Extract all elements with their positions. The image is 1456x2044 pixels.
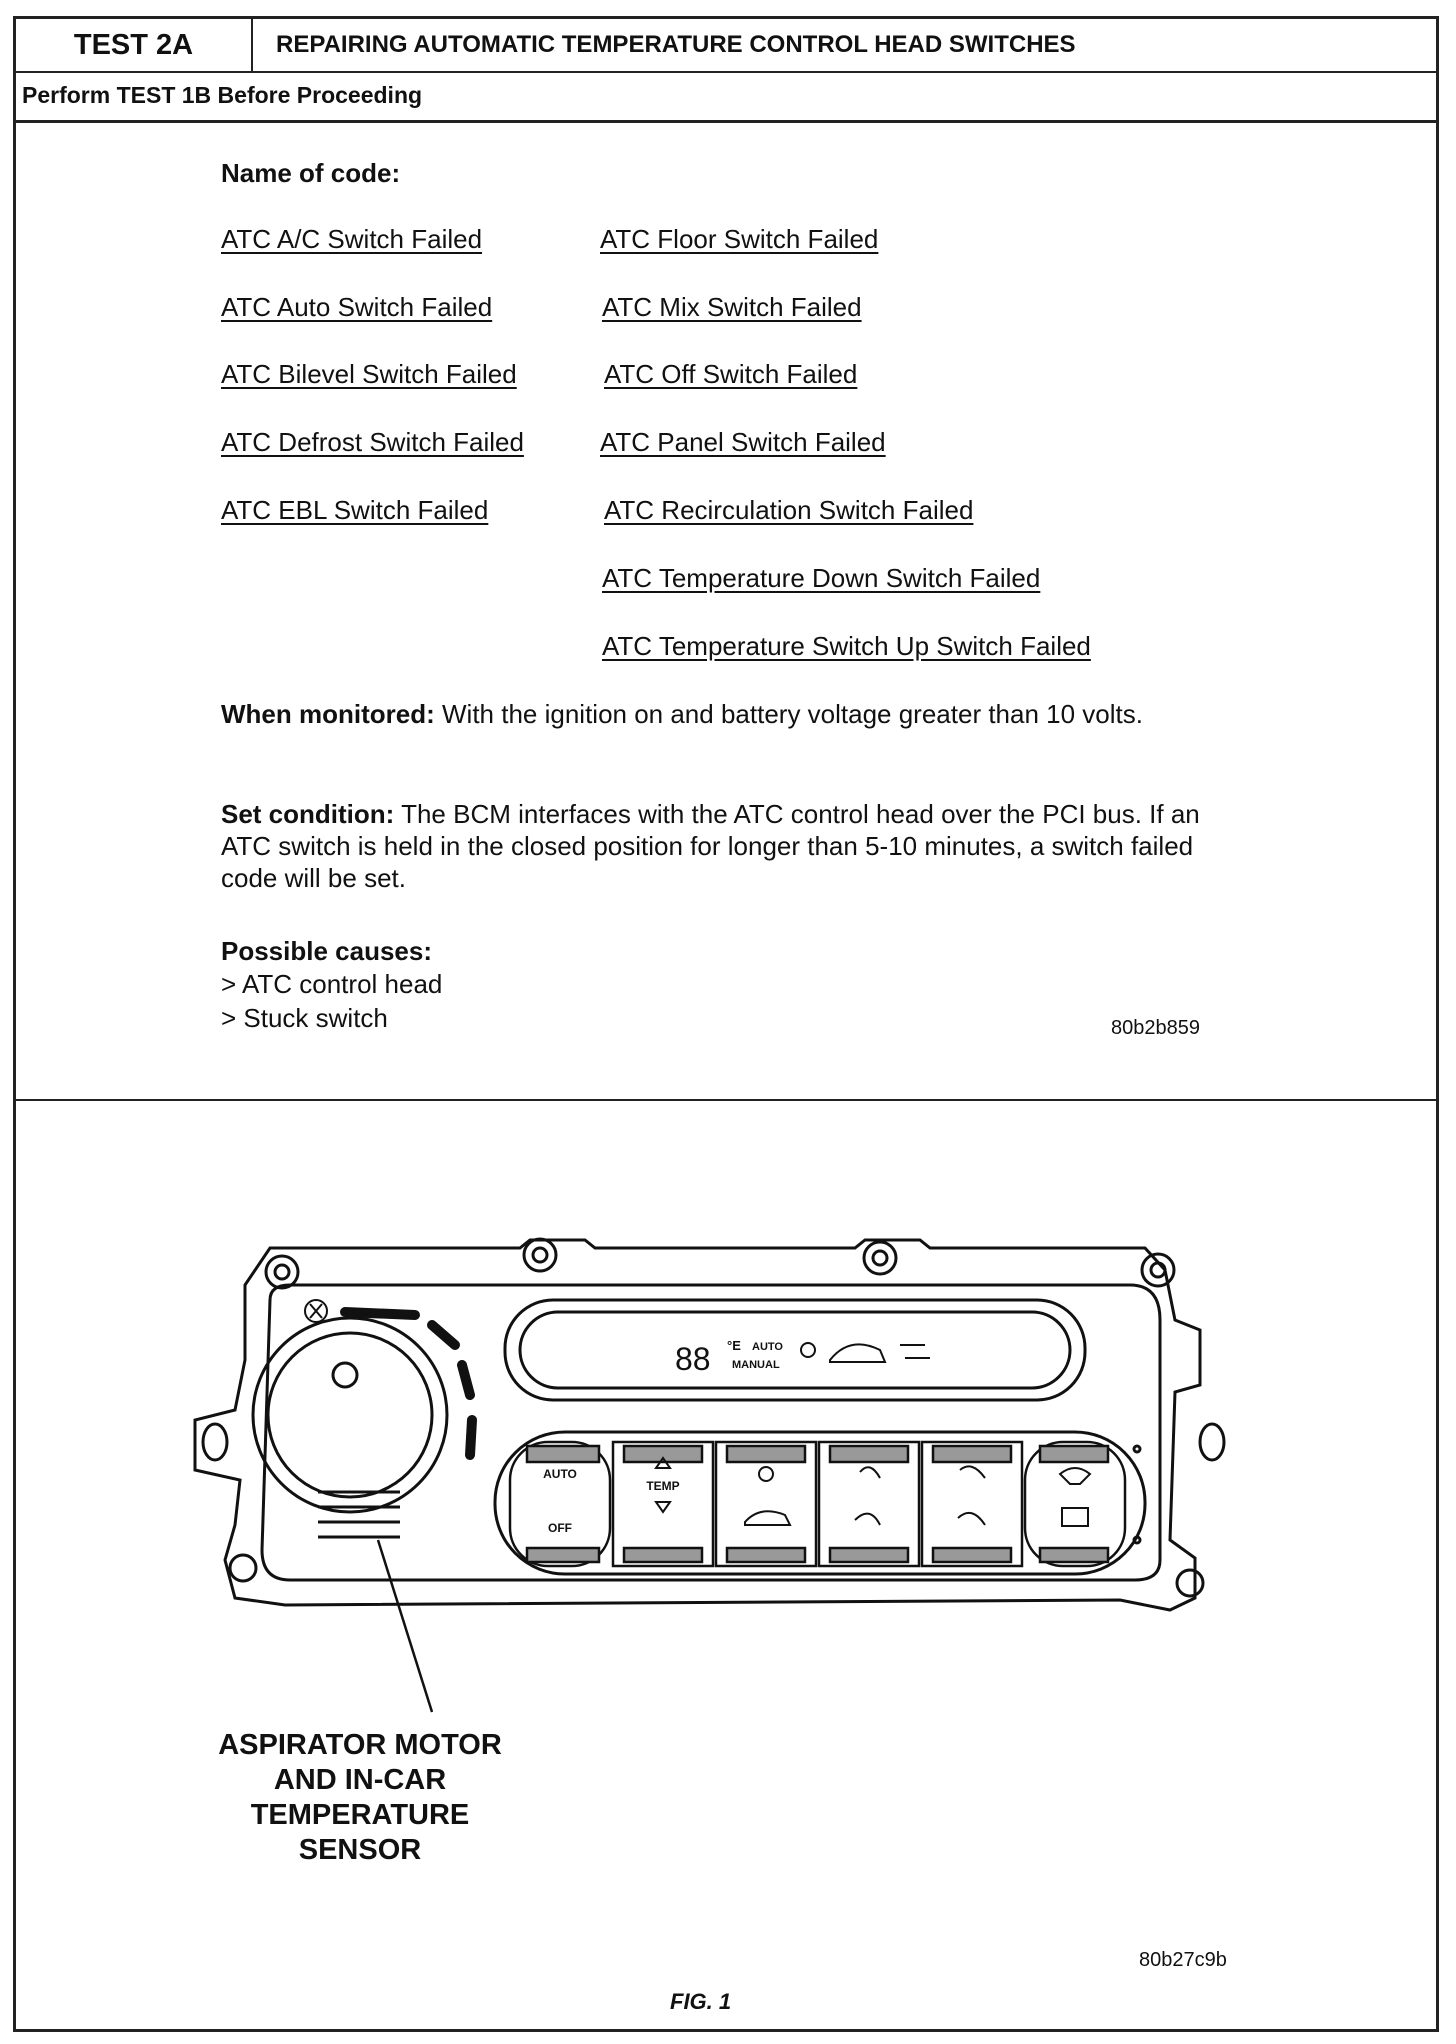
- temp-down-icon: [654, 1501, 672, 1514]
- auto-button-label: AUTO: [543, 1467, 577, 1481]
- figure-caption: FIG. 1: [670, 1989, 732, 2014]
- recirc-car-icon: [744, 1510, 792, 1526]
- speed-arc-3: [457, 1360, 475, 1400]
- panel-vent-icon: [859, 1466, 881, 1479]
- temp-led-bottom: [622, 1546, 704, 1564]
- fan-icon: [304, 1299, 328, 1323]
- defrost-led-top: [1038, 1444, 1110, 1464]
- mount-hole-4: [1140, 1252, 1176, 1288]
- speed-arc-2: [427, 1320, 460, 1350]
- code-left-4: ATC Defrost Switch Failed: [221, 427, 524, 457]
- display-window-inner: [518, 1310, 1072, 1390]
- temp-up-icon: [654, 1456, 672, 1469]
- set-condition-text: The BCM interfaces with the ATC control …: [221, 799, 1200, 893]
- possible-causes-label: Possible causes:: [221, 936, 432, 966]
- panel-led-top: [828, 1444, 910, 1464]
- defrost-icon: [1058, 1467, 1092, 1485]
- when-monitored: When monitored: With the ignition on and…: [221, 698, 1221, 730]
- callout-line-4: SENSOR: [298, 1834, 422, 1866]
- mix-led-bottom: [931, 1546, 1013, 1564]
- floor-led-top: [931, 1444, 1013, 1464]
- display-manual: MANUAL: [732, 1359, 780, 1371]
- blower-knob-outer: [251, 1316, 449, 1514]
- header-row: TEST 2A REPAIRING AUTOMATIC TEMPERATURE …: [16, 19, 1436, 73]
- display-window: [503, 1298, 1087, 1402]
- bilevel-led-bottom: [828, 1546, 910, 1564]
- display-digits: 88: [675, 1341, 711, 1377]
- bezel-outline: [193, 1238, 1202, 1612]
- code-right-4: ATC Panel Switch Failed: [600, 427, 886, 457]
- code-left-5: ATC EBL Switch Failed: [221, 495, 489, 525]
- reference-code-top: 80b2b859: [1111, 1017, 1200, 1039]
- speed-arc-1: [340, 1307, 420, 1320]
- bezel-inner: [260, 1283, 1162, 1582]
- mount-hole-3-inner: [871, 1249, 889, 1267]
- callout-line-2: AND IN-CAR: [273, 1764, 447, 1796]
- mount-hole-1-inner: [273, 1263, 291, 1281]
- page-frame: TEST 2A REPAIRING AUTOMATIC TEMPERATURE …: [13, 16, 1439, 2032]
- speed-arc-4: [465, 1415, 477, 1460]
- side-hole-right: [1198, 1422, 1226, 1462]
- code-right-1: ATC Floor Switch Failed: [600, 224, 879, 254]
- defrost-ebl-button: [1023, 1440, 1127, 1568]
- auto-off-led-bottom: [525, 1546, 601, 1564]
- off-button-label: OFF: [548, 1521, 572, 1535]
- button-bank: [493, 1430, 1147, 1576]
- display-auto: AUTO: [752, 1341, 783, 1353]
- mount-hole-3: [862, 1240, 898, 1276]
- indicator-dot-2: [1132, 1535, 1142, 1545]
- code-left-2: ATC Auto Switch Failed: [221, 292, 493, 322]
- mount-hole-2-inner: [531, 1246, 549, 1264]
- mount-hole-5: [228, 1553, 258, 1583]
- ac-led-top: [725, 1444, 807, 1464]
- display-ac-icon: [800, 1342, 816, 1358]
- mount-hole-1: [264, 1254, 300, 1290]
- indicator-dot-1: [1132, 1444, 1142, 1454]
- auto-off-button: [508, 1440, 612, 1568]
- reference-code-figure: 80b27c9b: [1139, 1949, 1227, 1971]
- display-unit: °E: [727, 1338, 741, 1353]
- mount-hole-2: [522, 1237, 558, 1273]
- blower-knob: [266, 1331, 434, 1499]
- code-right-7: ATC Temperature Switch Up Switch Failed: [602, 631, 1091, 661]
- codes-heading: Name of code:: [221, 158, 401, 188]
- mount-hole-4-inner: [1149, 1261, 1167, 1279]
- ebl-led-bottom: [1038, 1546, 1110, 1564]
- auto-off-led-top: [525, 1444, 601, 1464]
- code-right-6: ATC Temperature Down Switch Failed: [602, 563, 1041, 593]
- display-recirc-icon: [829, 1343, 887, 1363]
- test-title: REPAIRING AUTOMATIC TEMPERATURE CONTROL …: [276, 31, 1076, 58]
- code-left-1: ATC A/C Switch Failed: [221, 224, 483, 254]
- recirc-led-bottom: [725, 1546, 807, 1564]
- floor-vent-icon: [959, 1465, 986, 1479]
- display-vent-icon: [900, 1344, 930, 1359]
- prerequisite-row: Perform TEST 1B Before Proceeding: [16, 71, 1436, 123]
- callout-line-1: ASPIRATOR MOTOR: [218, 1729, 502, 1761]
- knob-indicator: [331, 1361, 359, 1389]
- cause-item-1: > ATC control head: [221, 969, 443, 999]
- set-condition: Set condition: The BCM interfaces with t…: [221, 798, 1231, 894]
- code-right-2: ATC Mix Switch Failed: [602, 292, 862, 322]
- code-right-5: ATC Recirculation Switch Failed: [604, 495, 974, 525]
- rear-defrost-icon: [1061, 1507, 1089, 1527]
- code-right-3: ATC Off Switch Failed: [604, 359, 858, 389]
- code-left-3: ATC Bilevel Switch Failed: [221, 359, 517, 389]
- set-condition-label: Set condition:: [221, 799, 395, 829]
- temp-button-label: TEMP: [646, 1479, 679, 1493]
- side-hole-left: [201, 1422, 229, 1462]
- fan-blade-icon: [309, 1303, 323, 1319]
- callout-leader: [376, 1539, 434, 1713]
- when-monitored-label: When monitored:: [221, 699, 435, 729]
- callout-line-3: TEMPERATURE: [250, 1799, 470, 1831]
- mount-hole-6: [1175, 1568, 1205, 1598]
- ac-snowflake-icon: [758, 1466, 774, 1482]
- temp-led-top: [622, 1444, 704, 1464]
- test-id: TEST 2A: [16, 19, 253, 71]
- aspirator-callout: ASPIRATOR MOTOR AND IN-CAR TEMPERATURE S…: [208, 1728, 512, 1868]
- bilevel-vent-icon: [854, 1512, 881, 1526]
- cause-item-2: > Stuck switch: [221, 1003, 388, 1033]
- mix-vent-icon: [957, 1511, 986, 1526]
- when-monitored-text: With the ignition on and battery voltage…: [442, 699, 1143, 729]
